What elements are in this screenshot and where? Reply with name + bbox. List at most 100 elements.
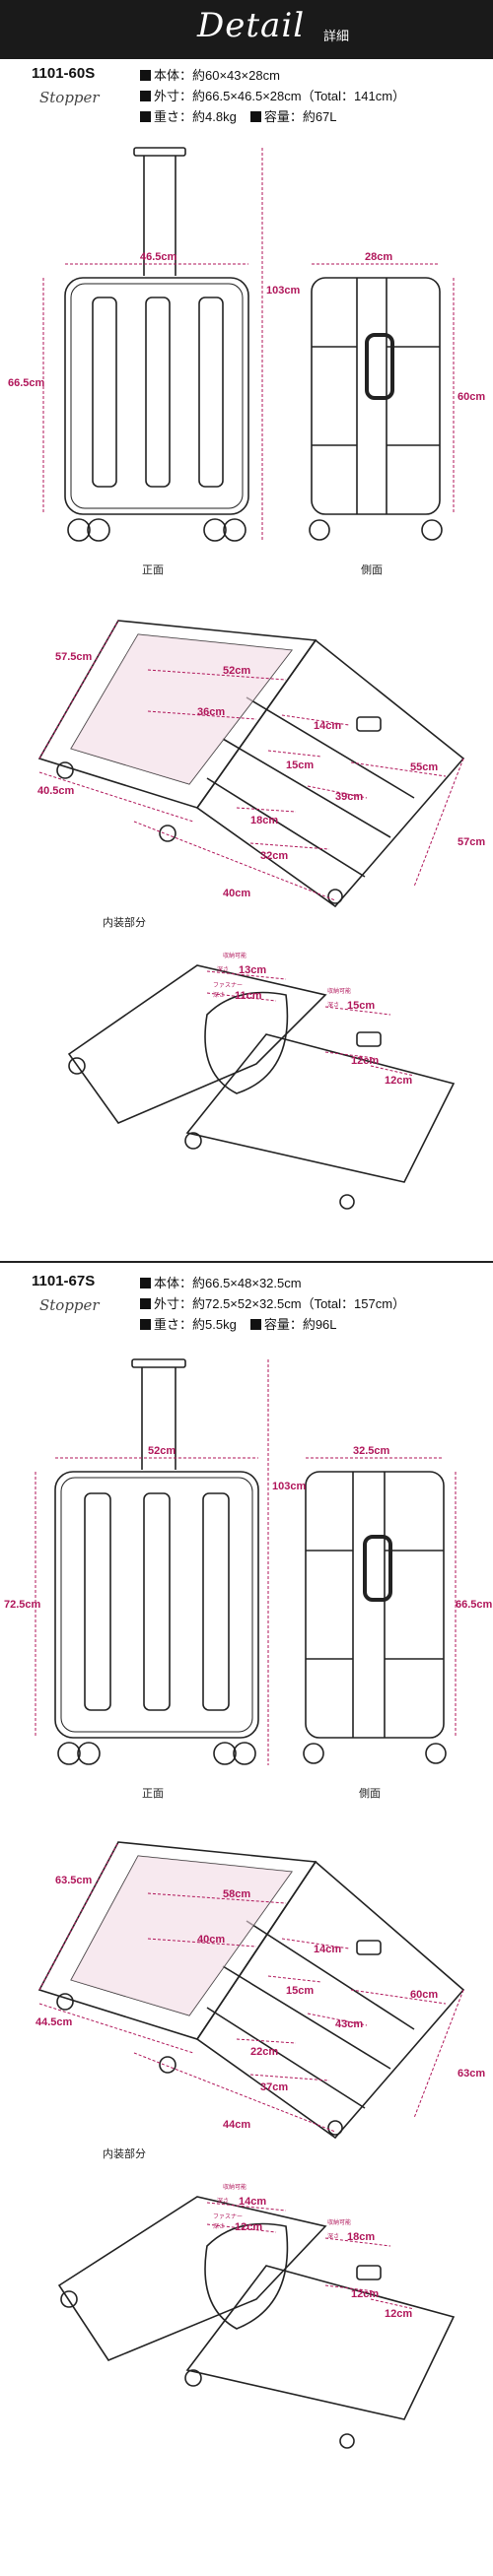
spec-list: 本体：約60×43×28cm 外寸：約66.5×46.5×28cm（Total：… (140, 65, 405, 127)
pocket-dim-4: 12cm (351, 2288, 379, 2300)
interior-dim-a: 63.5cm (55, 1875, 93, 1886)
pocket-note-6: 深さ (327, 2232, 339, 2240)
interior-dim-f: 15cm (286, 1985, 314, 1997)
dim-side-height: 66.5cm (456, 1599, 493, 1611)
pocket-dim-1: 14cm (239, 2196, 266, 2208)
interior-dim-i: 18cm (250, 815, 278, 826)
pocket-note-1: 収納可能 (223, 952, 246, 959)
pocket-dim-2: 12cm (235, 2221, 262, 2233)
suitcase-views-diagram: 52cm 103cm 72.5cm 32.5cm 66.5cm 正面 側面 (4, 1358, 493, 1800)
pocket-dim-4: 12cm (351, 1055, 379, 1067)
interior-diagram: 63.5cm 58cm 40cm 44.5cm 14cm 15cm 60cm 4… (35, 1841, 485, 2140)
interior-dim-i: 22cm (250, 2046, 278, 2058)
interior-dim-g: 60cm (410, 1989, 438, 2001)
dim-side-height: 60cm (458, 391, 485, 403)
detail-header: Detail 詳細 (0, 0, 493, 59)
interior-label: 内装部分 (103, 2147, 146, 2160)
pocket-dim-2: 11cm (235, 990, 262, 1002)
pocket-diagram: 収納可能 深さ 13cm ファスナー 深さ 11cm 収納可能 深さ 15cm … (67, 952, 456, 1210)
brand-logo: Stopper (39, 1296, 100, 1314)
front-view-drawing (54, 1358, 259, 1765)
spec-outer: 外寸：約72.5×52×32.5cm（Total：157cm） (154, 1296, 406, 1311)
interior-dimension-lines (38, 1841, 464, 2133)
dimension-lines (35, 1359, 457, 1765)
pocket-note-4: 深さ (213, 2222, 225, 2230)
mesh-area (71, 1856, 292, 2015)
header-subtitle: 詳細 (323, 30, 350, 44)
spec-capacity: 容量：約96L (263, 1317, 337, 1332)
interior-dim-d: 44.5cm (35, 2016, 73, 2028)
spec-body: 本体：約66.5×48×32.5cm (154, 1276, 302, 1290)
section-divider (0, 1261, 493, 1263)
interior-diagram: 57.5cm 52cm 36cm 40.5cm 14cm 15cm 55cm 3… (37, 620, 485, 908)
label-front: 正面 (142, 563, 164, 576)
interior-dim-k: 57cm (458, 836, 485, 848)
pocket-note-4: 深さ (213, 991, 225, 999)
interior-dim-g: 55cm (410, 761, 438, 773)
dim-body-height: 72.5cm (4, 1599, 41, 1611)
interior-dim-b: 58cm (223, 1888, 250, 1900)
interior-dim-a: 57.5cm (55, 651, 93, 663)
pocket-dim-1: 13cm (239, 964, 266, 976)
interior-label: 内装部分 (103, 916, 146, 929)
pocket-note-5: 収納可能 (327, 2218, 351, 2226)
interior-dim-c: 40cm (197, 1934, 225, 1946)
pocket-dimension-lines (206, 970, 415, 1077)
spec-outer: 外寸：約66.5×46.5×28cm（Total：141cm） (154, 89, 406, 103)
interior-dim-l: 44cm (223, 2119, 250, 2131)
dim-width: 52cm (148, 1445, 176, 1457)
pocket-dimension-lines (206, 2202, 415, 2310)
dim-total-height: 103cm (272, 1481, 306, 1492)
pocket-note-3: ファスナー (213, 2213, 243, 2220)
interior-drawing (37, 1841, 465, 2140)
brand-logo: Stopper (39, 89, 100, 106)
dim-body-height: 66.5cm (8, 377, 45, 389)
interior-dimension-lines (38, 620, 464, 901)
header-title: Detail (197, 6, 306, 45)
front-view-drawing (64, 147, 249, 542)
interior-dim-h: 43cm (335, 2018, 363, 2030)
pocket-note-3: ファスナー (213, 982, 243, 989)
pocket-note-2: 深さ (217, 2197, 229, 2205)
interior-dim-c: 36cm (197, 706, 225, 718)
interior-dim-j: 37cm (260, 2081, 288, 2093)
pocket-dim-5: 12cm (385, 2308, 412, 2320)
pocket-note-6: 深さ (327, 1001, 339, 1009)
pocket-drawing (67, 964, 456, 1210)
pocket-note-5: 収納可能 (327, 987, 351, 995)
label-front: 正面 (142, 1787, 164, 1800)
pocket-note-2: 深さ (217, 965, 229, 973)
pocket-dim-5: 12cm (385, 1075, 412, 1087)
dim-total-height: 103cm (266, 285, 300, 297)
pocket-dim-3: 15cm (347, 1000, 375, 1012)
side-view-drawing (303, 1471, 447, 1764)
spec-list: 本体：約66.5×48×32.5cm 外寸：約72.5×52×32.5cm（To… (140, 1273, 405, 1335)
dim-depth: 28cm (365, 251, 392, 263)
interior-dim-d: 40.5cm (37, 785, 75, 797)
label-side: 側面 (361, 563, 383, 576)
spec-capacity: 容量：約67L (263, 109, 337, 124)
model-number: 1101-60S (32, 65, 96, 82)
dim-width: 46.5cm (140, 251, 177, 263)
pocket-drawing (57, 2196, 456, 2449)
label-side: 側面 (359, 1787, 381, 1800)
interior-dim-j: 32cm (260, 850, 288, 862)
pocket-dim-3: 18cm (347, 2231, 375, 2243)
interior-dim-h: 39cm (335, 791, 363, 803)
pocket-diagram: 収納可能 深さ 14cm ファスナー 深さ 12cm 収納可能 深さ 18cm … (57, 2183, 456, 2449)
spec-weight: 重さ：約4.8kg (154, 109, 237, 124)
interior-dim-k: 63cm (458, 2068, 485, 2080)
interior-dim-e: 14cm (314, 720, 341, 732)
model-number: 1101-67S (32, 1273, 96, 1289)
pocket-note-1: 収納可能 (223, 2183, 246, 2191)
spec-weight: 重さ：約5.5kg (154, 1317, 237, 1332)
dim-depth: 32.5cm (353, 1445, 390, 1457)
mesh-area (71, 634, 292, 784)
dimension-lines (42, 148, 455, 542)
spec-body: 本体：約60×43×28cm (154, 68, 280, 83)
suitcase-views-diagram: 46.5cm 103cm 66.5cm 28cm 60cm 正面 側面 (8, 147, 485, 576)
interior-dim-e: 14cm (314, 1944, 341, 1955)
interior-dim-l: 40cm (223, 888, 250, 899)
interior-dim-b: 52cm (223, 665, 250, 677)
side-view-drawing (309, 277, 443, 541)
